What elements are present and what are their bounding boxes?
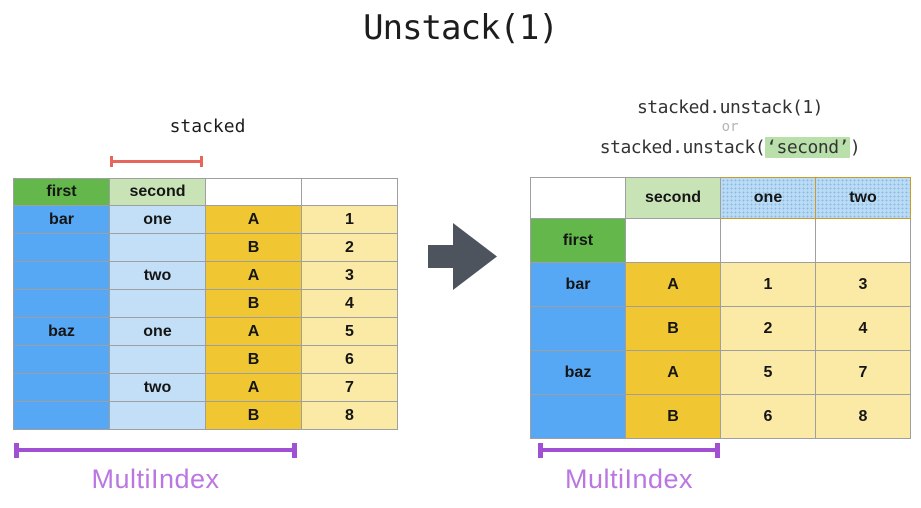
table-cell: 7 <box>301 373 398 402</box>
table-cell: A <box>625 350 721 395</box>
table-cell: second <box>625 177 721 219</box>
table-cell: one <box>720 177 816 219</box>
table-cell-empty <box>13 373 110 402</box>
table-cell: two <box>109 261 206 290</box>
table-cell: B <box>205 401 302 430</box>
table-cell-empty <box>530 394 626 439</box>
table-cell: baz <box>530 350 626 395</box>
table-cell-empty <box>720 218 816 263</box>
table-cell: two <box>109 373 206 402</box>
table-cell: second <box>109 178 206 206</box>
table-cell: 3 <box>815 262 911 307</box>
table-cell: baz <box>13 317 110 346</box>
bracket-tick-right <box>292 443 297 458</box>
bracket-tick-right <box>200 156 203 167</box>
table-cell: one <box>109 205 206 234</box>
table-cell-empty <box>13 233 110 262</box>
table-cell-empty <box>301 178 398 206</box>
code-highlight-second: ‘second’ <box>765 137 850 158</box>
stacked-label: stacked <box>169 116 246 137</box>
table-cell-empty <box>815 218 911 263</box>
multiindex-bracket-left <box>14 443 297 458</box>
bracket-bar <box>538 448 720 452</box>
table-cell: A <box>205 317 302 346</box>
table-cell: 4 <box>815 306 911 351</box>
table-cell-empty <box>530 306 626 351</box>
code-unstack-second: stacked.unstack(‘second’) <box>530 137 921 158</box>
stacked-range-bracket <box>110 156 203 167</box>
table-cell: B <box>205 233 302 262</box>
table-cell: first <box>530 218 626 263</box>
table-cell-empty <box>109 289 206 318</box>
table-cell: 1 <box>301 205 398 234</box>
table-cell: 3 <box>301 261 398 290</box>
table-cell: 6 <box>301 345 398 374</box>
table-cell-empty <box>13 345 110 374</box>
transform-arrow-icon <box>428 223 497 290</box>
table-cell: 7 <box>815 350 911 395</box>
table-cell: 2 <box>720 306 816 351</box>
table-cell: two <box>815 177 911 219</box>
table-cell: 5 <box>720 350 816 395</box>
code-or-label: or <box>721 119 739 135</box>
table-cell: bar <box>13 205 110 234</box>
table-cell: one <box>109 317 206 346</box>
multiindex-bracket-right <box>538 443 720 458</box>
table-cell-empty <box>109 345 206 374</box>
code-unstack-1: stacked.unstack(1) <box>636 97 824 118</box>
page-title: Unstack(1) <box>363 8 559 48</box>
table-cell: A <box>625 262 721 307</box>
code-prefix: stacked.unstack( <box>599 137 766 158</box>
multiindex-label-left: MultiIndex <box>91 464 220 494</box>
table-cell: B <box>625 306 721 351</box>
table-cell: A <box>205 205 302 234</box>
table-cell-empty <box>109 233 206 262</box>
table-cell: B <box>625 394 721 439</box>
table-cell-empty <box>625 218 721 263</box>
table-cell: B <box>205 289 302 318</box>
table-cell-empty <box>530 177 626 219</box>
table-cell: 8 <box>301 401 398 430</box>
table-cell-empty <box>13 401 110 430</box>
table-cell: A <box>205 261 302 290</box>
table-cell: 2 <box>301 233 398 262</box>
table-cell: 1 <box>720 262 816 307</box>
table-cell: 6 <box>720 394 816 439</box>
table-cell: 8 <box>815 394 911 439</box>
table-cell: B <box>205 345 302 374</box>
table-cell: bar <box>530 262 626 307</box>
bracket-tick-right <box>715 443 720 458</box>
multiindex-label-right: MultiIndex <box>564 464 694 494</box>
table-cell-empty <box>205 178 302 206</box>
table-cell-empty <box>13 289 110 318</box>
table-cell: 4 <box>301 289 398 318</box>
table-cell-empty <box>13 261 110 290</box>
table-row: first <box>530 218 911 263</box>
bracket-bar <box>14 448 297 452</box>
table-cell: first <box>13 178 110 206</box>
table-cell: 5 <box>301 317 398 346</box>
code-suffix: ) <box>849 137 861 158</box>
bracket-bar <box>110 160 203 163</box>
table-cell-empty <box>109 401 206 430</box>
table-cell: A <box>205 373 302 402</box>
